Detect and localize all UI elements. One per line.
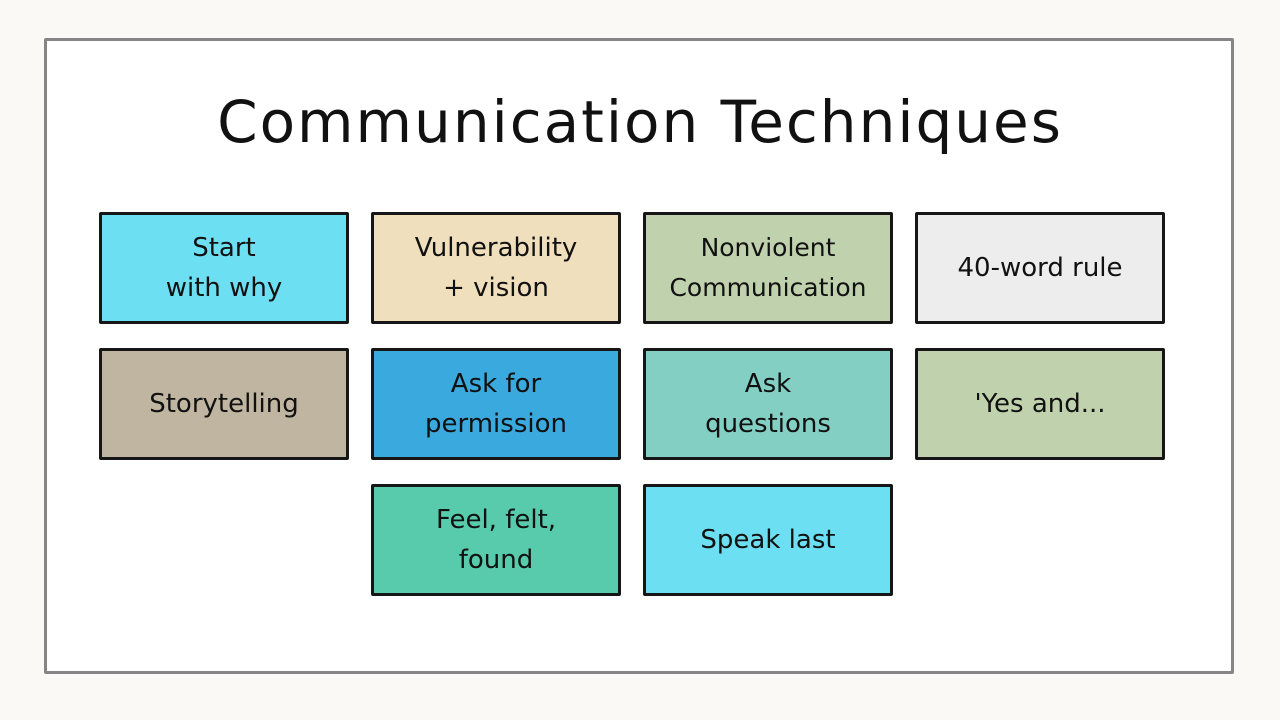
card-40-word-rule[interactable]: 40-word rule xyxy=(915,212,1165,324)
card-ask-for-permission[interactable]: Ask for permission xyxy=(371,348,621,460)
card-storytelling[interactable]: Storytelling xyxy=(99,348,349,460)
card-nonviolent-communication[interactable]: Nonviolent Communication xyxy=(643,212,893,324)
card-speak-last[interactable]: Speak last xyxy=(643,484,893,596)
card-ask-questions[interactable]: Ask questions xyxy=(643,348,893,460)
page-title: Communication Techniques xyxy=(217,88,1063,156)
card-start-with-why[interactable]: Start with why xyxy=(99,212,349,324)
card-feel-felt-found[interactable]: Feel, felt, found xyxy=(371,484,621,596)
card-yes-and[interactable]: 'Yes and... xyxy=(915,348,1165,460)
card-vulnerability-vision[interactable]: Vulnerability + vision xyxy=(371,212,621,324)
